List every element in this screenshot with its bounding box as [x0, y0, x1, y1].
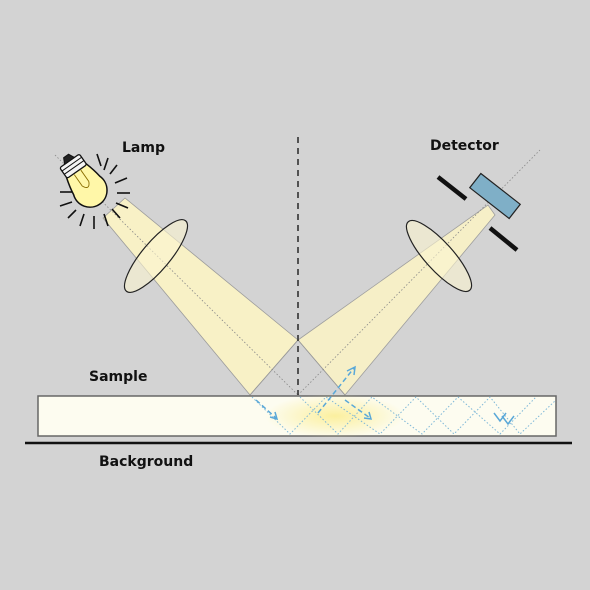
lamp-label: Lamp — [122, 140, 165, 156]
incident-beam — [102, 197, 299, 396]
light-rays — [255, 365, 515, 426]
background-label: Background — [99, 454, 193, 470]
reflected-beam — [297, 204, 496, 396]
lamp-icon — [59, 153, 130, 229]
beam-edge — [297, 339, 346, 396]
detector-lens — [405, 219, 473, 293]
beam-edge — [249, 339, 299, 396]
detector-icon — [436, 172, 522, 252]
sample-label: Sample — [89, 369, 147, 385]
detector-label: Detector — [430, 138, 499, 154]
incident-lens — [123, 219, 189, 293]
scatter-path — [299, 396, 537, 435]
reflected-axis — [297, 149, 541, 396]
